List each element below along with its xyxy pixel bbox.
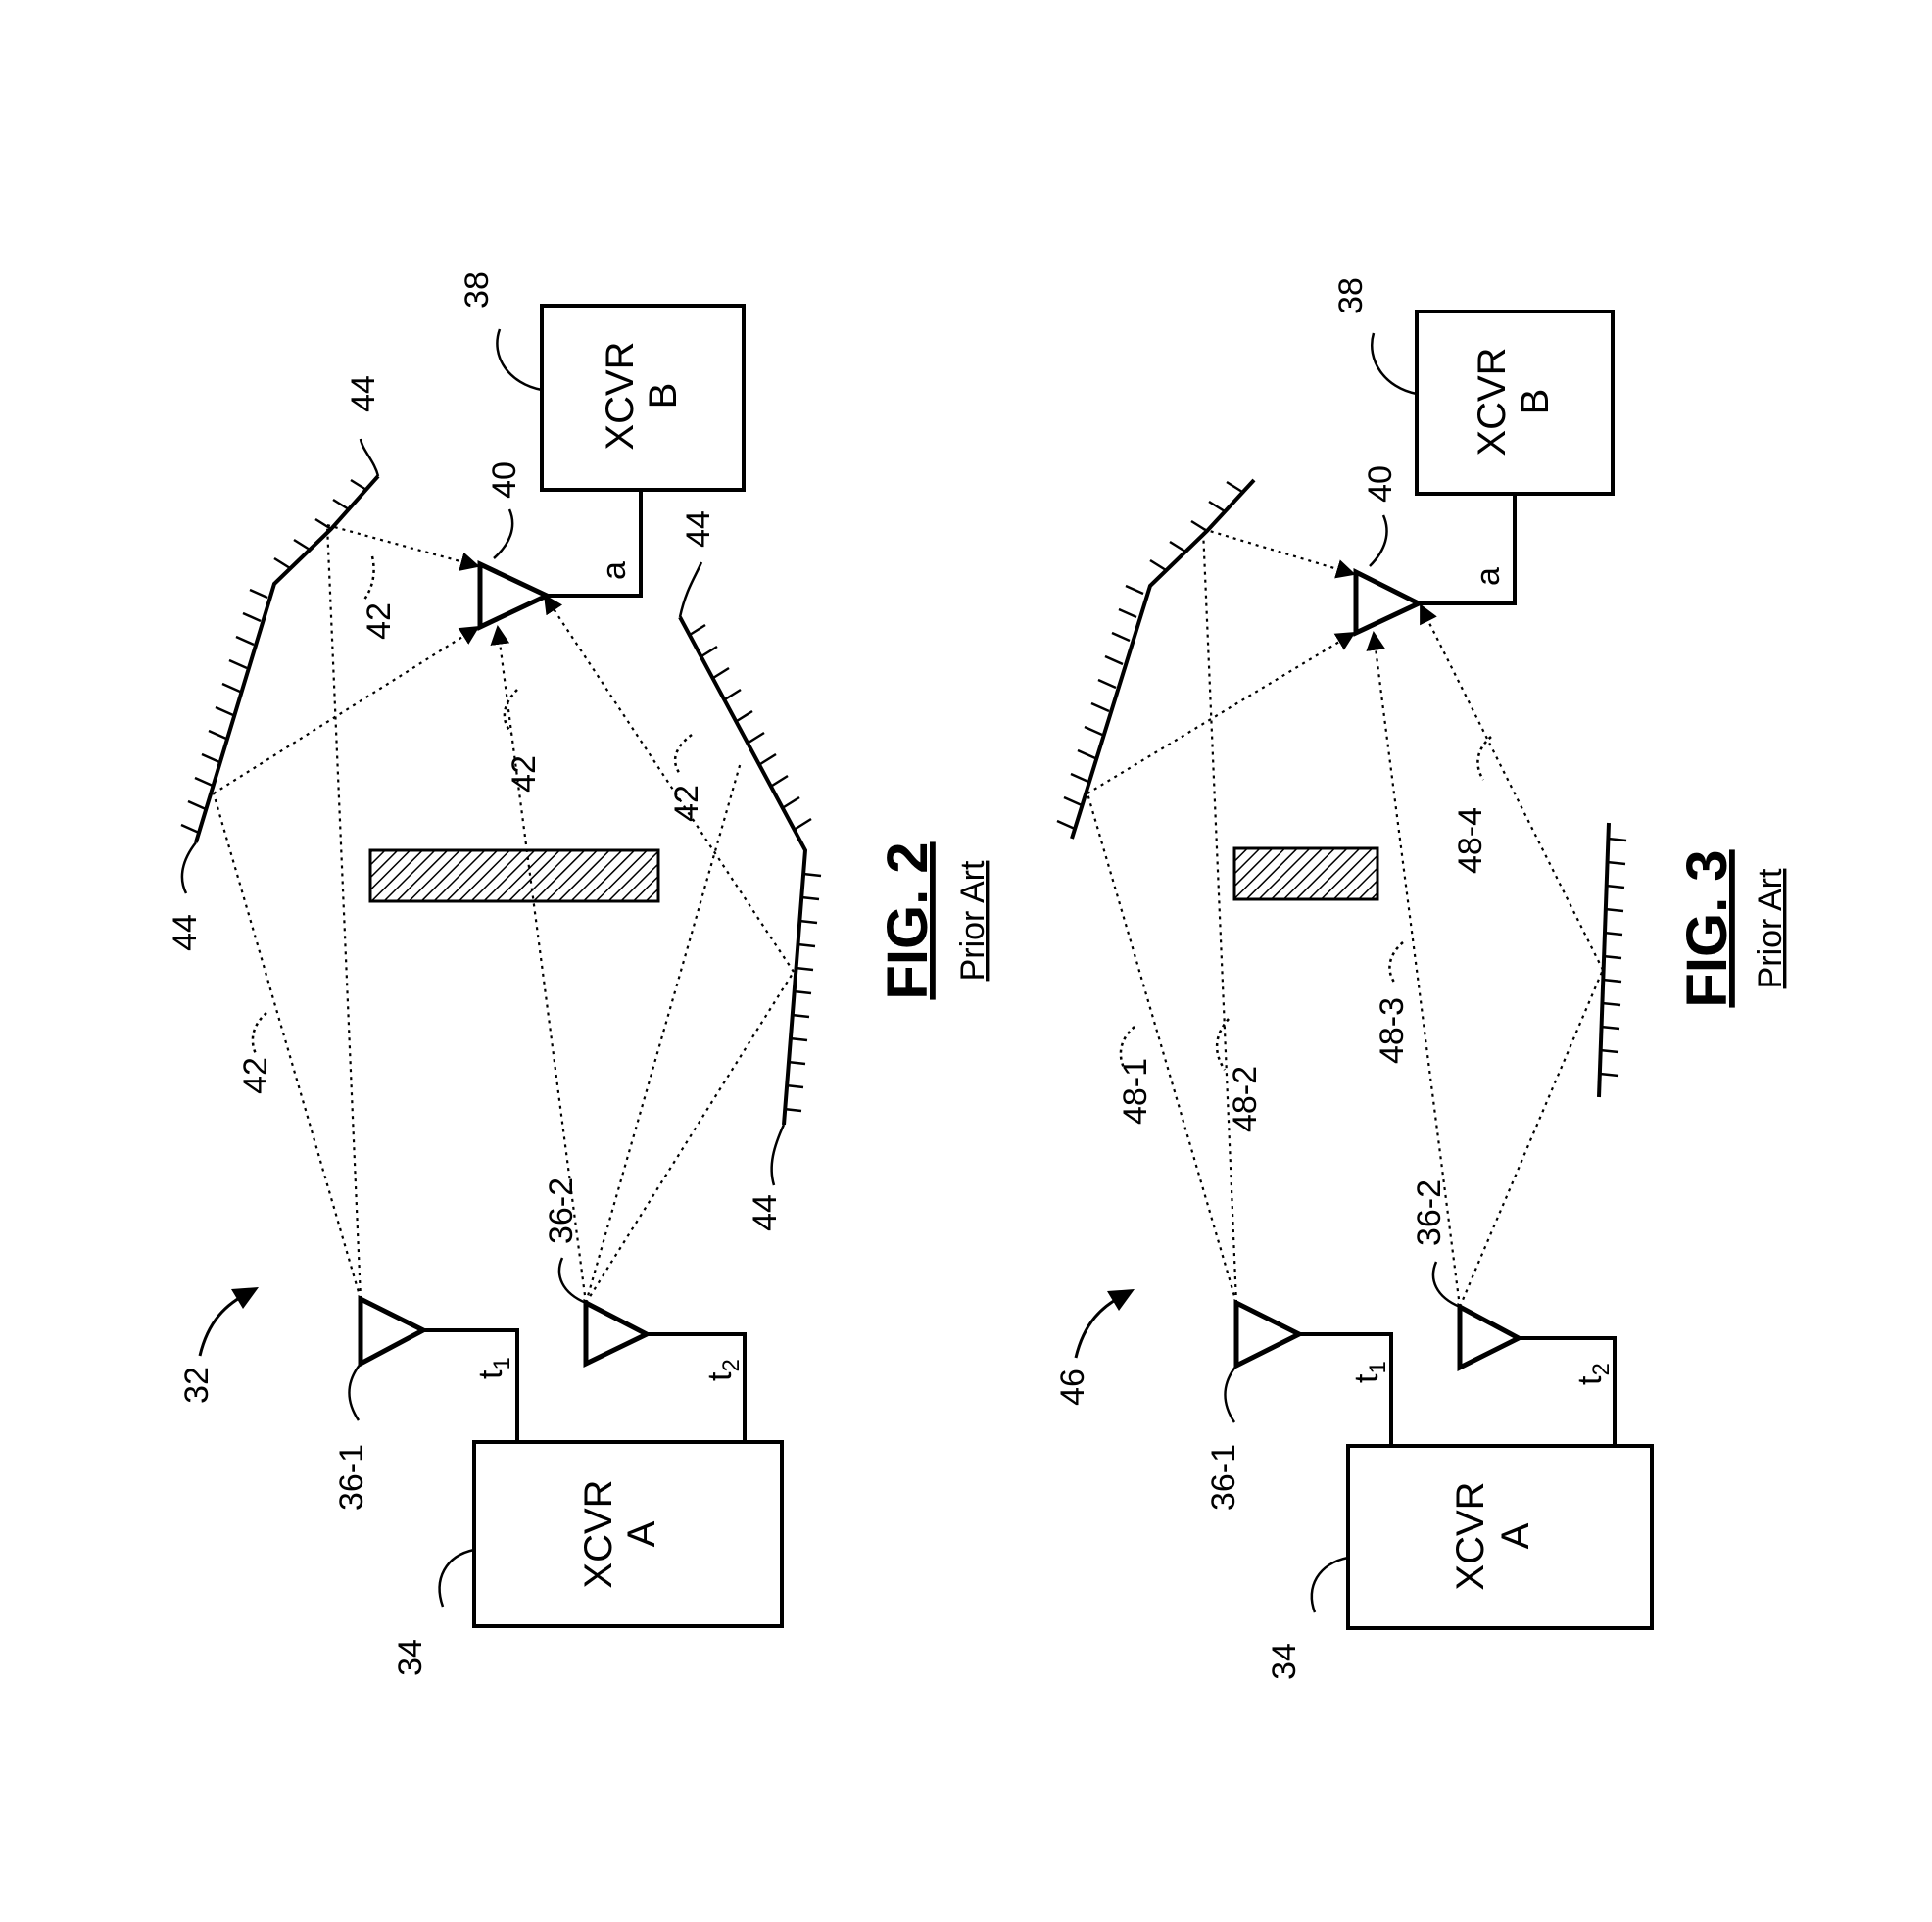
- terminal-a-3: a: [1470, 567, 1507, 586]
- xcvr-a-ref: 34: [392, 1639, 429, 1676]
- receive-antenna-ref-3: 40: [1362, 465, 1399, 503]
- xcvr-b-ref-3: 38: [1332, 277, 1370, 314]
- path-48-4-ref: 48-4: [1452, 807, 1489, 874]
- obstruction-block: [370, 850, 658, 901]
- antenna-36-2-ref: 36-2: [543, 1177, 580, 1244]
- system-ref-46: 46: [1054, 1369, 1091, 1406]
- figure-3-prior-art: Prior Art: [1752, 868, 1789, 988]
- path-48-2-leader: [1217, 1019, 1229, 1070]
- xcvr-b-label-3: XCVR: [1471, 347, 1514, 456]
- receive-antenna-leader-3: [1370, 515, 1387, 566]
- reflector-ref-1: 44: [167, 914, 204, 951]
- path-48-2-ref: 48-2: [1227, 1066, 1264, 1132]
- antenna-36-1-feed: [423, 1330, 517, 1442]
- figure-3-label: FIG. 3: [1675, 849, 1739, 1007]
- receive-antenna-ref: 40: [486, 461, 523, 499]
- receive-antenna-feed-3: [1419, 494, 1515, 603]
- antenna-36-2-leader-3: [1433, 1262, 1460, 1307]
- antenna-36-1-ref: 36-1: [333, 1444, 370, 1511]
- antenna-36-1-leader-3: [1226, 1366, 1237, 1422]
- reflector-lower-hatch: [690, 625, 821, 1111]
- xcvr-b-ref: 38: [459, 271, 496, 309]
- obstruction-block-3: [1234, 848, 1377, 899]
- xcvr-a-leader-3: [1312, 1558, 1348, 1612]
- xcvr-b-label: XCVR: [599, 341, 642, 450]
- antenna-36-1-leader: [350, 1364, 362, 1420]
- path-48-1: [1087, 793, 1236, 1303]
- path-ref-1: 42: [361, 602, 398, 640]
- antenna-36-2-feed-3: [1519, 1338, 1615, 1446]
- receive-antenna-leader: [494, 509, 512, 558]
- reflector-leader-bottom: [772, 1125, 784, 1185]
- xcvr-b-letter-3: B: [1514, 389, 1557, 415]
- xcvr-a-letter: A: [620, 1520, 663, 1547]
- terminal-a: a: [596, 561, 633, 580]
- terminal-t2: t2: [701, 1359, 745, 1381]
- xcvr-a-leader: [440, 1550, 474, 1607]
- receive-antenna-40: [480, 564, 547, 627]
- reflector-lower-hatch-3: [1600, 839, 1626, 1076]
- antenna-36-1-ref-3: 36-1: [1205, 1444, 1242, 1511]
- antenna-36-2-fig3: [1460, 1307, 1519, 1368]
- path-ref-4: 42: [237, 1057, 274, 1094]
- figure-2-label: FIG. 2: [876, 841, 940, 999]
- reflector-leader-upper: [361, 439, 378, 476]
- reflector-ref-2: 44: [345, 375, 382, 412]
- xcvr-a-ref-3: 34: [1266, 1643, 1303, 1680]
- antenna-36-1-feed-3: [1299, 1334, 1391, 1446]
- path-48-3-ref: 48-3: [1374, 997, 1411, 1064]
- path-48-1-ref: 48-1: [1117, 1058, 1154, 1125]
- propagation-paths-48: [1087, 529, 1603, 1307]
- propagation-paths-42: [214, 525, 794, 1303]
- terminal-t1: t1: [472, 1357, 515, 1379]
- path-48-2: [1203, 529, 1236, 1303]
- reflector-upper-3: [1072, 480, 1254, 839]
- xcvr-a-label: XCVR: [577, 1479, 620, 1588]
- path-48-4: [1460, 970, 1603, 1307]
- system-arrowhead-46: [1107, 1289, 1135, 1311]
- antenna-36-2: [586, 1303, 647, 1364]
- path-leader-3: [675, 735, 692, 774]
- antenna-36-2-ref-3: 36-2: [1411, 1179, 1448, 1246]
- xcvr-b-letter: B: [642, 383, 685, 409]
- terminal-t1-3: t1: [1348, 1361, 1391, 1383]
- reflector-ref-3: 44: [680, 510, 717, 548]
- xcvr-a-label-3: XCVR: [1449, 1481, 1492, 1590]
- reflector-lower: [680, 617, 805, 1125]
- antenna-36-2-feed: [647, 1334, 745, 1442]
- antenna-36-1-fig3: [1236, 1303, 1299, 1366]
- receive-antenna-40-fig3: [1356, 572, 1419, 633]
- figure-2-prior-art: Prior Art: [954, 860, 991, 981]
- reflector-leader-lower-left: [182, 842, 196, 893]
- figure-3: XCVR A 34 XCVR B 38 t1 36-1 t2 36-2 a 40: [1054, 277, 1789, 1680]
- reflector-leader-lower-right: [680, 562, 701, 617]
- system-arrowhead-32: [231, 1287, 259, 1309]
- path-leader-1: [364, 556, 374, 600]
- xcvr-b-leader: [497, 329, 542, 390]
- antenna-36-1: [361, 1299, 423, 1364]
- reflector-ref-4: 44: [747, 1194, 784, 1231]
- xcvr-a-letter-3: A: [1494, 1522, 1537, 1549]
- path-ref-3: 42: [668, 785, 705, 822]
- path-leader-4: [253, 1013, 266, 1056]
- figure-2: XCVR A 34 XCVR B 38 t1 36-1 t2 36-2 a 40: [167, 271, 991, 1676]
- system-ref-32: 32: [178, 1367, 216, 1404]
- antenna-36-2-leader: [559, 1258, 586, 1303]
- xcvr-a-box: XCVR A: [474, 1442, 782, 1626]
- reflector-lower-3: [1599, 823, 1609, 1097]
- path-ref-2: 42: [506, 755, 543, 793]
- xcvr-b-leader-3: [1372, 333, 1417, 394]
- xcvr-b-box: XCVR B: [542, 306, 744, 490]
- terminal-t2-3: t2: [1571, 1363, 1615, 1385]
- path-48-3-leader: [1389, 942, 1403, 984]
